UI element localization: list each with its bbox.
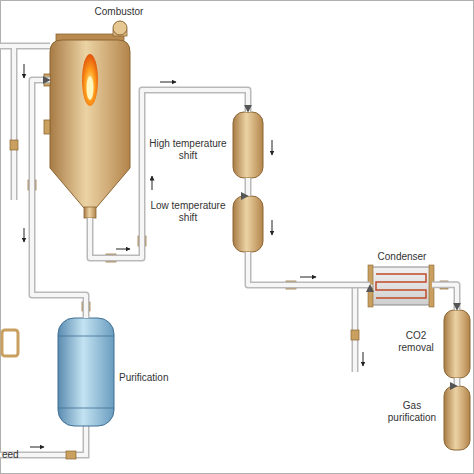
pipe-wall (248, 252, 370, 285)
pipe-bore (455, 378, 459, 386)
pipe-connector (248, 252, 370, 285)
pipe-connector (432, 285, 457, 310)
vessel-label: Combustor (86, 6, 152, 18)
flow-arrows (24, 64, 363, 447)
gas-purifier-vessel (444, 386, 470, 450)
vessel-node: Condenser (370, 267, 432, 305)
side-fitting (2, 330, 18, 356)
vessel-node: High temperature shift (233, 112, 263, 178)
vessel-label: Purification (118, 372, 182, 384)
pipe-bore (32, 80, 86, 318)
vessel-node: Purification (58, 318, 114, 426)
vessel-node: Low temperature shift (233, 196, 263, 252)
valves (10, 140, 448, 459)
vessel-node: Combustor (50, 30, 130, 218)
vessel-node: CO2 removal (444, 310, 470, 378)
hts-vessel (233, 112, 263, 178)
pipe-wall (432, 285, 457, 310)
pipe-bore (248, 252, 370, 285)
vessel-label: Low temperature shift (147, 200, 229, 223)
vessel-label: CO2 removal (390, 330, 442, 353)
pipe-connector (248, 178, 249, 196)
pipe-connector (32, 80, 86, 318)
pipe-bore (246, 178, 250, 196)
pipe-bore (432, 285, 457, 310)
pipe-wall (90, 90, 248, 258)
pipe-wall (454, 378, 461, 386)
pipe-wall (32, 80, 86, 318)
pipe-connector (90, 90, 248, 258)
vessel-label: Gas purification (382, 400, 442, 423)
vessel-label: High temperature shift (147, 138, 229, 161)
vessel-node: Gas purification (444, 386, 470, 450)
pipe-bore (90, 90, 248, 258)
co2-vessel (444, 310, 470, 378)
condenser-exchanger (368, 265, 434, 307)
pipe-wall (245, 178, 252, 196)
pipe-connector (457, 378, 458, 386)
lts-vessel (233, 196, 263, 252)
combustor-vessel (44, 21, 130, 218)
vessel-label: Condenser (366, 251, 438, 263)
purification-vessel (58, 318, 114, 426)
stream-label: eed (2, 449, 19, 460)
